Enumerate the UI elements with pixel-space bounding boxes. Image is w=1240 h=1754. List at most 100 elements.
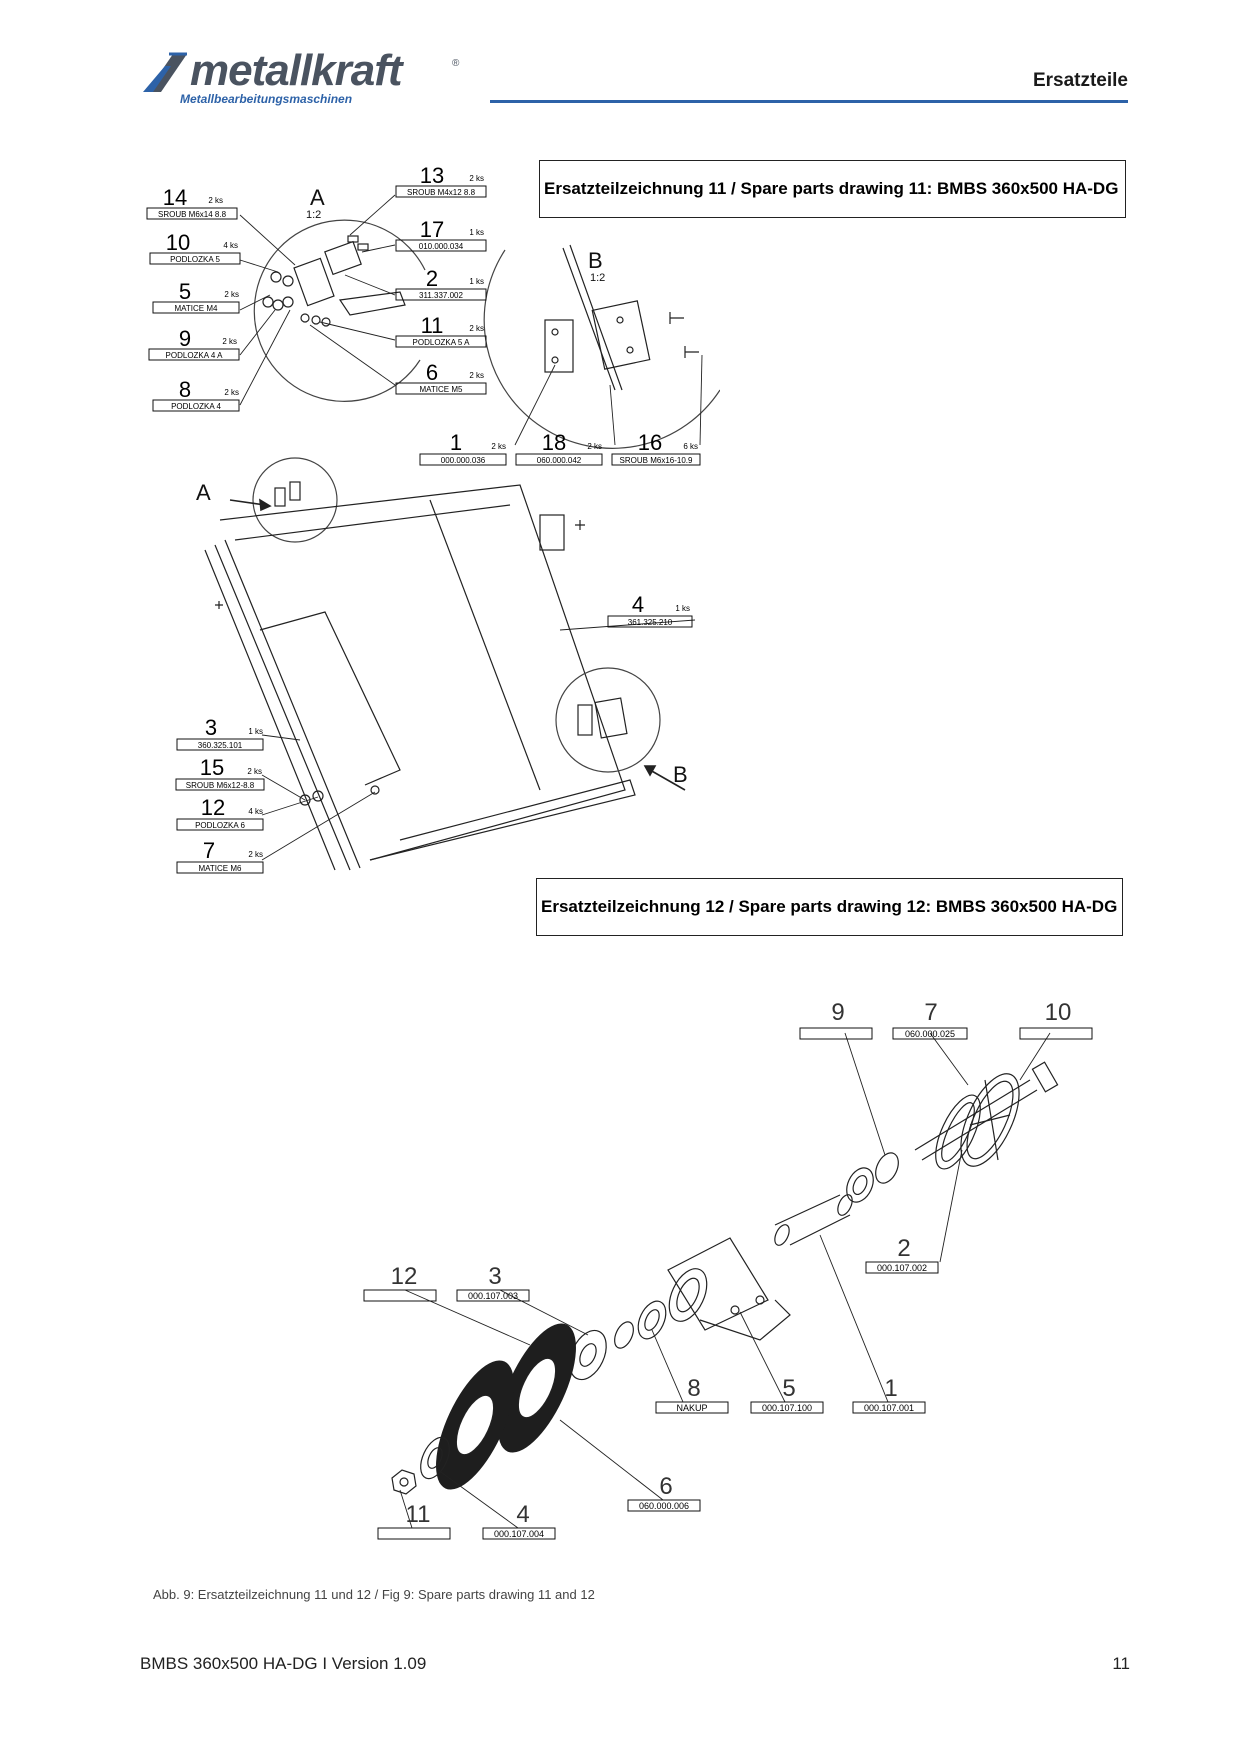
svg-text:SROUB M4x12 8.8: SROUB M4x12 8.8 — [407, 188, 476, 197]
part-label: 9 2 ks PODLOZKA 4 A — [148, 326, 240, 361]
part-label: 2 1 ks 311.337.002 — [395, 266, 487, 301]
part-label: 10 4 ks PODLOZKA 5 — [149, 230, 241, 265]
drawing-11-part-labels: 14 2 ks SROUB M6x14 8.8 10 4 ks PODLOZKA… — [146, 163, 701, 874]
page-number: 11 — [1112, 1654, 1130, 1673]
svg-text:SROUB M6x16-10.9: SROUB M6x16-10.9 — [620, 456, 693, 465]
part-label: 1 2 ks 000.000.036 — [419, 430, 507, 466]
svg-text:000.107.003: 000.107.003 — [468, 1291, 518, 1301]
brand-subtitle: Metallbearbeitungsmaschinen — [180, 92, 353, 106]
svg-text:6: 6 — [659, 1473, 672, 1500]
svg-text:10: 10 — [166, 230, 190, 255]
svg-text:060.000.006: 060.000.006 — [639, 1501, 689, 1511]
svg-text:PODLOZKA 6: PODLOZKA 6 — [195, 821, 245, 830]
part-label: 5 2 ks MATICE M4 — [152, 279, 240, 314]
svg-text:3: 3 — [205, 715, 217, 740]
svg-text:PODLOZKA 5: PODLOZKA 5 — [170, 255, 220, 264]
part-label: 13 2 ks SROUB M4x12 8.8 — [395, 163, 487, 198]
part-label: 3 000.107.003 — [456, 1263, 530, 1302]
drawing-12-title: Ersatzteilzeichnung 12 / Spare parts dra… — [536, 878, 1123, 936]
svg-text:1: 1 — [884, 1375, 897, 1402]
svg-text:060.000.042: 060.000.042 — [537, 456, 582, 465]
part-label: 4 1 ks 361.325.210 — [607, 592, 693, 628]
detail-b-scale: 1:2 — [590, 272, 605, 284]
svg-text:PODLOZKA 5 A: PODLOZKA 5 A — [413, 338, 471, 347]
part-label: 12 — [363, 1263, 437, 1302]
svg-text:2 ks: 2 ks — [208, 196, 223, 205]
svg-text:18: 18 — [542, 430, 566, 455]
spare-parts-drawing-11: A B A B 1:2 1:2 14 2 ks SROUB M6x14 8.8 … — [146, 163, 720, 874]
svg-text:SROUB M6x12-8.8: SROUB M6x12-8.8 — [186, 781, 255, 790]
svg-text:17: 17 — [420, 217, 444, 242]
part-label: 3 1 ks 360.325.101 — [176, 715, 264, 751]
part-label: 12 4 ks PODLOZKA 6 — [176, 795, 264, 831]
main-b-letter: B — [673, 762, 688, 787]
part-label: 14 2 ks SROUB M6x14 8.8 — [146, 185, 238, 220]
part-label: 15 2 ks SROUB M6x12-8.8 — [175, 755, 265, 791]
svg-text:2 ks: 2 ks — [247, 767, 262, 776]
drawing-11-title-text: Ersatzteilzeichnung 11 / Spare parts dra… — [544, 179, 1119, 198]
svg-text:2: 2 — [426, 266, 438, 291]
part-label: 16 6 ks SROUB M6x16-10.9 — [611, 430, 701, 466]
svg-text:2 ks: 2 ks — [469, 174, 484, 183]
svg-text:000.107.004: 000.107.004 — [494, 1529, 544, 1539]
svg-text:000.107.002: 000.107.002 — [877, 1263, 927, 1273]
svg-text:15: 15 — [200, 755, 224, 780]
svg-text:MATICE M4: MATICE M4 — [175, 304, 219, 313]
svg-text:4: 4 — [516, 1501, 529, 1528]
svg-text:2 ks: 2 ks — [224, 388, 239, 397]
part-label: 5 000.107.100 — [750, 1375, 824, 1414]
svg-text:7: 7 — [203, 838, 215, 863]
metallkraft-logo-icon — [143, 52, 187, 92]
footer-document: BMBS 360x500 HA-DG I Version 1.09 — [140, 1654, 427, 1673]
svg-text:6: 6 — [426, 360, 438, 385]
brand-logo-text: metallkraft — [190, 46, 403, 95]
svg-text:1 ks: 1 ks — [248, 727, 263, 736]
svg-text:MATICE M6: MATICE M6 — [199, 864, 243, 873]
svg-text:1 ks: 1 ks — [469, 228, 484, 237]
svg-text:2 ks: 2 ks — [222, 337, 237, 346]
svg-text:9: 9 — [831, 999, 844, 1026]
spare-parts-drawing-12: 9 7 060.000.025 10 2 000.107.002 12 3 0 — [363, 999, 1093, 1540]
part-label: 9 — [799, 999, 873, 1040]
svg-text:NAKUP: NAKUP — [676, 1403, 707, 1413]
svg-text:8: 8 — [687, 1375, 700, 1402]
svg-text:2 ks: 2 ks — [248, 850, 263, 859]
svg-text:2 ks: 2 ks — [469, 324, 484, 333]
svg-text:360.325.101: 360.325.101 — [198, 741, 243, 750]
svg-text:PODLOZKA 4: PODLOZKA 4 — [171, 402, 221, 411]
detail-a-letter: A — [310, 185, 325, 210]
part-label: 7 060.000.025 — [892, 999, 968, 1040]
detail-b-letter: B — [588, 248, 603, 273]
svg-text:311.337.002: 311.337.002 — [419, 291, 463, 300]
svg-text:2 ks: 2 ks — [469, 371, 484, 380]
registered-mark: ® — [452, 58, 460, 69]
drawing-12-part-labels: 9 7 060.000.025 10 2 000.107.002 12 3 0 — [363, 999, 1093, 1540]
svg-text:14: 14 — [163, 185, 187, 210]
svg-text:000.107.001: 000.107.001 — [864, 1403, 914, 1413]
part-label: 1 000.107.001 — [852, 1375, 926, 1414]
svg-text:PODLOZKA 4 A: PODLOZKA 4 A — [166, 351, 224, 360]
svg-text:9: 9 — [179, 326, 191, 351]
part-label: 8 NAKUP — [655, 1375, 729, 1414]
svg-text:7: 7 — [924, 999, 937, 1026]
svg-text:1: 1 — [450, 430, 462, 455]
svg-text:000.000.036: 000.000.036 — [441, 456, 486, 465]
svg-text:10: 10 — [1045, 999, 1072, 1026]
svg-text:6 ks: 6 ks — [683, 442, 698, 451]
part-label: 7 2 ks MATICE M6 — [176, 838, 264, 874]
part-label: 17 1 ks 010.000.034 — [395, 217, 487, 252]
svg-text:060.000.025: 060.000.025 — [905, 1029, 955, 1039]
svg-text:11: 11 — [406, 1501, 431, 1528]
svg-text:010.000.034: 010.000.034 — [419, 242, 464, 251]
svg-text:12: 12 — [391, 1263, 418, 1290]
svg-text:8: 8 — [179, 377, 191, 402]
svg-text:5: 5 — [179, 279, 191, 304]
svg-text:11: 11 — [421, 313, 444, 338]
svg-text:2 ks: 2 ks — [491, 442, 506, 451]
svg-text:13: 13 — [420, 163, 444, 188]
part-label: 11 2 ks PODLOZKA 5 A — [395, 313, 487, 348]
part-label: 10 — [1019, 999, 1093, 1040]
svg-text:361.325.210: 361.325.210 — [628, 618, 673, 627]
svg-text:3: 3 — [488, 1263, 501, 1290]
svg-text:SROUB M6x14 8.8: SROUB M6x14 8.8 — [158, 210, 227, 219]
